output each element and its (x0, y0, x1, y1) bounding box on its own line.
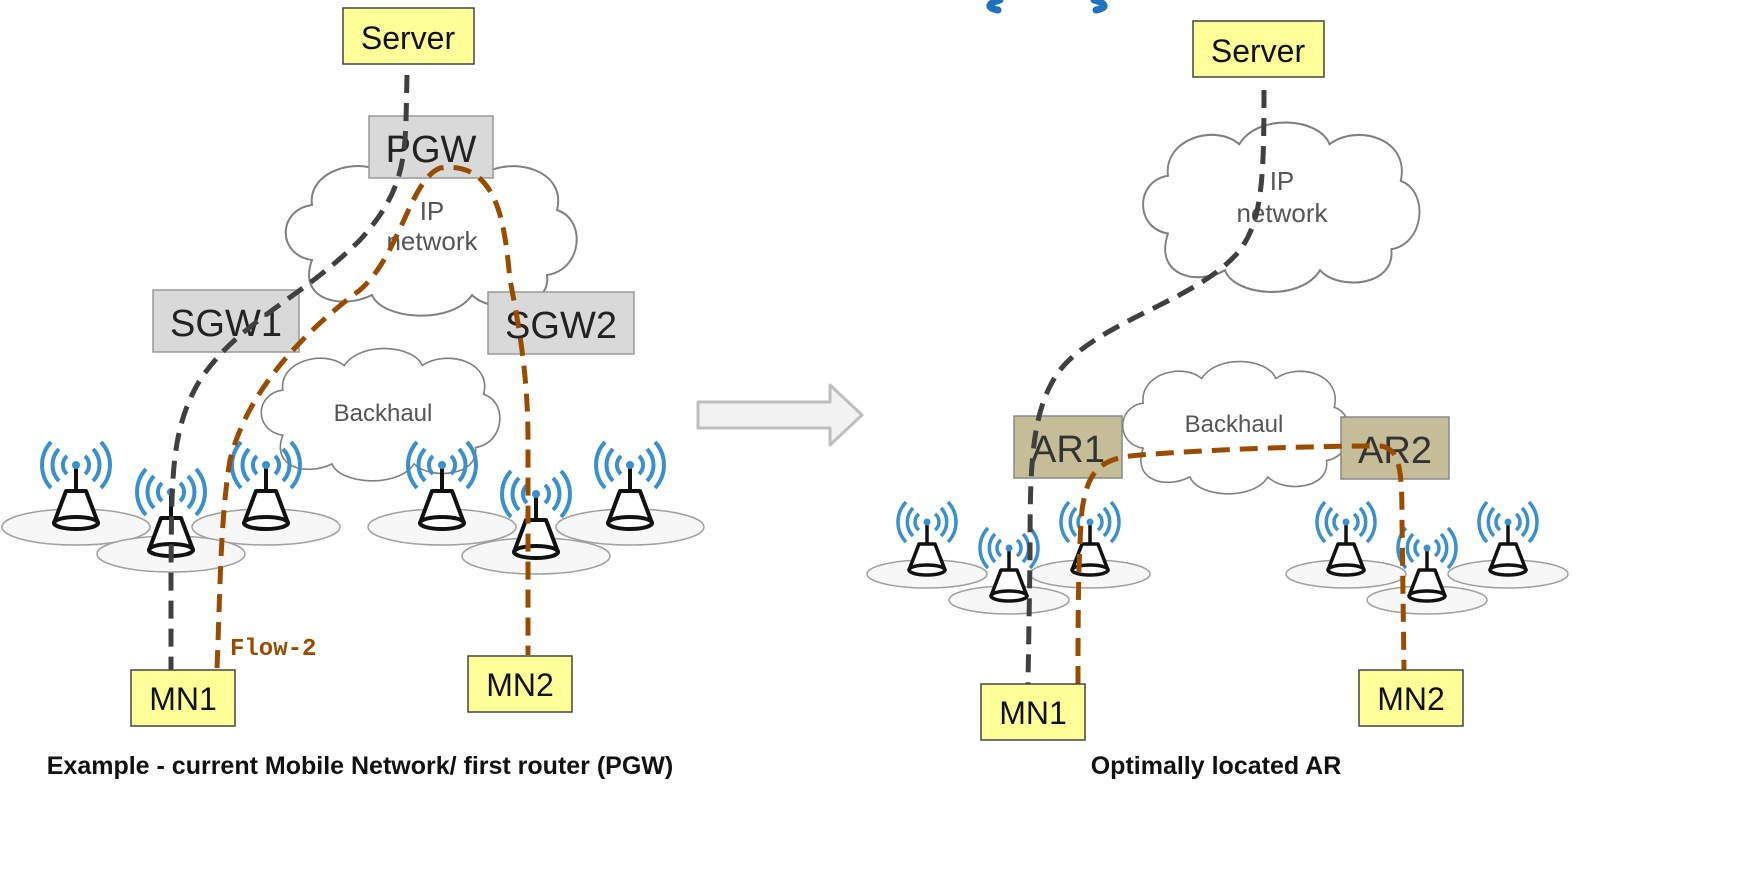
left-mn1-box: MN1 (130, 669, 236, 727)
left-flow-1-path (168, 74, 410, 670)
cropped-blue-mark (986, 0, 1108, 14)
left-server-label: Server (361, 20, 456, 56)
right-server-box: Server (1192, 20, 1325, 78)
left-mn1-label: MN1 (149, 681, 217, 717)
right-base-station-3 (1028, 500, 1152, 590)
transition-arrow (696, 383, 864, 447)
right-flow-2-path (1075, 443, 1407, 685)
right-base-station-6 (1446, 500, 1570, 590)
right-mn2-box: MN2 (1358, 669, 1464, 727)
sgw2-box: SGW2 (487, 291, 635, 355)
left-backhaul-cloud: Backhaul (260, 347, 501, 482)
right-mn1-label: MN1 (999, 695, 1067, 731)
left-ip-network-label-line1: IP (420, 196, 445, 226)
right-caption: Optimally located AR (1091, 752, 1342, 780)
sgw1-label: SGW1 (170, 303, 282, 345)
left-server-box: Server (342, 7, 475, 65)
sgw1-box: SGW1 (152, 289, 300, 353)
right-base-station-4 (1284, 500, 1408, 590)
right-ip-network-label-line1: IP (1270, 166, 1295, 196)
ar1-label: AR1 (1031, 429, 1105, 471)
right-diagram: IP network Backhaul AR1 AR2 Serv (865, 20, 1570, 780)
right-ip-network-cloud: IP network (1142, 121, 1421, 294)
left-flow-2-path (214, 164, 531, 669)
pgw-box: PGW (368, 115, 494, 179)
flow-2-label: Flow-2 (230, 636, 316, 663)
right-mn2-label: MN2 (1377, 681, 1445, 717)
left-backhaul-label: Backhaul (334, 400, 433, 427)
ar2-label: AR2 (1358, 430, 1432, 472)
left-mn2-label: MN2 (486, 667, 554, 703)
left-mn2-box: MN2 (467, 655, 573, 713)
right-base-station-1 (865, 500, 989, 590)
left-ip-network-label-line2: network (386, 226, 478, 256)
left-ip-network-cloud: IP network (284, 153, 578, 317)
left-base-station-1 (0, 440, 152, 547)
left-caption: Example - current Mobile Network/ first … (47, 752, 673, 780)
ar2-box: AR2 (1340, 416, 1450, 480)
left-base-station-6 (554, 440, 706, 547)
right-server-label: Server (1211, 33, 1306, 69)
sgw2-label: SGW2 (505, 305, 617, 347)
right-ip-network-label-line2: network (1236, 198, 1328, 228)
right-backhaul-cloud: Backhaul (1121, 360, 1351, 495)
right-flow-1-path (1025, 89, 1267, 685)
left-diagram: IP network Backhaul PGW SGW1 SGW2 (0, 7, 706, 780)
right-mn1-box: MN1 (980, 683, 1086, 741)
right-backhaul-label: Backhaul (1185, 411, 1284, 438)
